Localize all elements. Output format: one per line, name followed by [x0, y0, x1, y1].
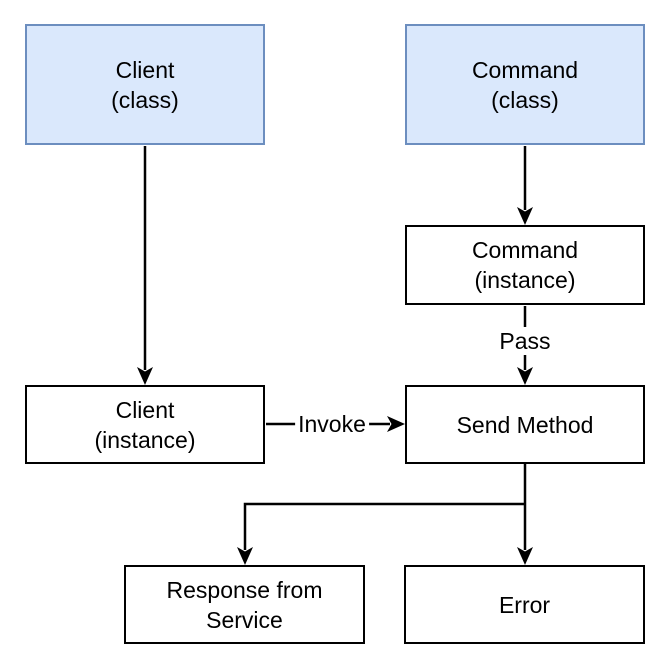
arrowhead-down-command-instance — [517, 207, 533, 225]
arrow-send-method-to-response — [237, 502, 525, 565]
arrowhead-right-send-method — [387, 416, 405, 432]
node-send-method: Send Method — [405, 385, 645, 464]
arrow-command-class-to-command-instance — [517, 146, 533, 225]
node-client-class: Client (class) — [25, 24, 265, 145]
edge-label-pass: Pass — [496, 327, 554, 355]
edge-send-method-to-response — [243, 502, 525, 550]
node-send-method-label: Send Method — [456, 411, 594, 438]
node-error-label: Error — [498, 591, 551, 618]
node-response-from-service: Response from Service — [124, 565, 365, 644]
node-error: Error — [404, 565, 645, 644]
node-client-class-label: Client (class) — [111, 56, 179, 113]
arrowhead-down-client-instance — [137, 367, 153, 385]
node-command-instance: Command (instance) — [405, 225, 645, 305]
arrowhead-down-error — [517, 547, 533, 565]
node-command-class: Command (class) — [405, 24, 645, 145]
arrowhead-down-response — [237, 547, 253, 565]
node-command-class-label: Command (class) — [471, 56, 579, 113]
arrow-send-method-to-error — [517, 464, 533, 565]
arrowhead-down-send-method — [517, 367, 533, 385]
node-client-instance: Client (instance) — [25, 385, 265, 464]
edge-label-invoke: Invoke — [295, 410, 369, 438]
node-command-instance-label: Command (instance) — [471, 237, 579, 293]
node-response-from-service-label: Response from Service — [166, 576, 323, 633]
arrow-client-class-to-client-instance — [137, 146, 153, 385]
node-client-instance-label: Client (instance) — [94, 396, 196, 453]
